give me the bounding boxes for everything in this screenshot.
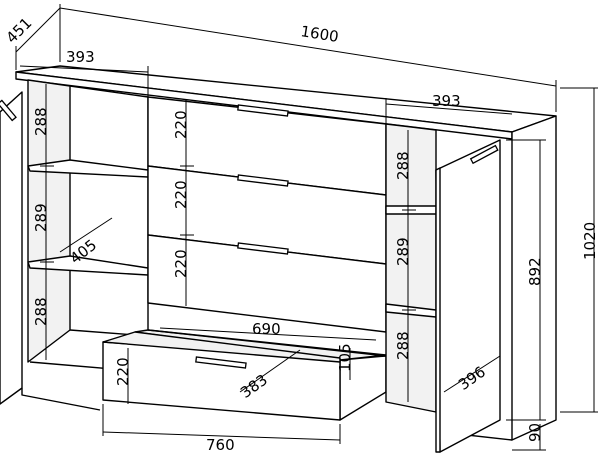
right-side-panel bbox=[511, 115, 557, 441]
dim-drawer-inner-height: 105 bbox=[336, 343, 354, 372]
right-door-edge bbox=[435, 167, 441, 453]
dim-left-shelf-top: 288 bbox=[32, 107, 50, 136]
dim-open-drawer-height: 220 bbox=[114, 357, 132, 386]
dim-overall-height: 1020 bbox=[581, 222, 599, 260]
right-section bbox=[385, 123, 501, 453]
drawer-1-handle bbox=[237, 104, 289, 117]
dim-right-shelf-top: 288 bbox=[394, 151, 412, 180]
dim-overall-depth: 451 bbox=[2, 14, 35, 47]
drawer-3-handle bbox=[237, 242, 289, 255]
dim-left-shelf-middle: 289 bbox=[32, 203, 50, 232]
drawer-2-handle bbox=[237, 174, 289, 187]
left-door bbox=[0, 91, 23, 405]
dim-door-height: 892 bbox=[526, 257, 544, 286]
dim-open-drawer-width: 760 bbox=[206, 436, 235, 454]
dim-drawer-2-height: 220 bbox=[172, 180, 190, 209]
open-drawer-handle bbox=[195, 356, 247, 369]
dimension-lines bbox=[15, 4, 598, 451]
dim-right-shelf-middle: 289 bbox=[394, 237, 412, 266]
right-door-handle bbox=[469, 144, 499, 165]
dim-drawer-1-height: 220 bbox=[172, 110, 190, 139]
dim-drawer-3-height: 220 bbox=[172, 249, 190, 278]
dim-left-shelf-bottom: 288 bbox=[32, 297, 50, 326]
right-door bbox=[435, 139, 501, 453]
base-line bbox=[21, 388, 101, 411]
carcass bbox=[15, 65, 557, 441]
left-door-handle bbox=[0, 99, 17, 122]
dim-right-shelf-bottom: 288 bbox=[394, 331, 412, 360]
dim-left-section-width: 393 bbox=[66, 48, 95, 66]
dim-plinth-height: 90 bbox=[526, 423, 544, 442]
dim-drawer-inner-width: 690 bbox=[252, 320, 281, 338]
dim-right-section-width: 393 bbox=[432, 92, 461, 110]
dim-overall-width: 1600 bbox=[299, 22, 340, 46]
open-drawer-lip bbox=[102, 331, 341, 363]
dimension-labels: 1600 451 393 393 288 289 288 405 220 220… bbox=[2, 14, 599, 454]
drawers bbox=[102, 96, 387, 421]
